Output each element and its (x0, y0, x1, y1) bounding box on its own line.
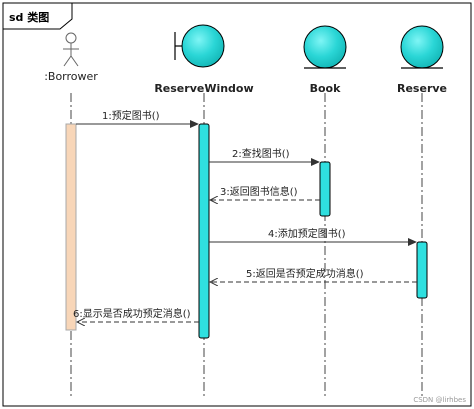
message-6-label: 6:显示是否成功预定消息() (73, 307, 191, 320)
watermark: CSDN @lirhbes (413, 396, 466, 404)
participant-book-name: Book (310, 82, 341, 95)
message-1-label: 1:预定图书() (102, 109, 160, 122)
entity-reserve-icon (400, 25, 444, 69)
participant-borrower-name: :Borrower (44, 70, 98, 83)
actor-borrower-icon (63, 32, 79, 67)
message-4-label: 4:添加预定图书() (268, 227, 346, 240)
frame-title-tab (2, 2, 73, 30)
message-5-label: 5:返回是否预定成功消息() (246, 267, 364, 280)
activation-reserve-window (198, 123, 210, 339)
frame-title: sd 类图 (9, 10, 49, 24)
participant-reserve-name: Reserve (397, 82, 447, 95)
message-3-label: 3:返回图书信息() (220, 185, 298, 198)
boundary-reserve-window-icon (174, 24, 225, 68)
participant-reserve-window-name: ReserveWindow (154, 82, 253, 95)
message-2-label: 2:查找图书() (232, 147, 290, 160)
activation-reserve (416, 241, 428, 299)
activation-borrower (65, 123, 77, 331)
entity-book-icon (303, 25, 347, 69)
activation-book (319, 161, 331, 217)
